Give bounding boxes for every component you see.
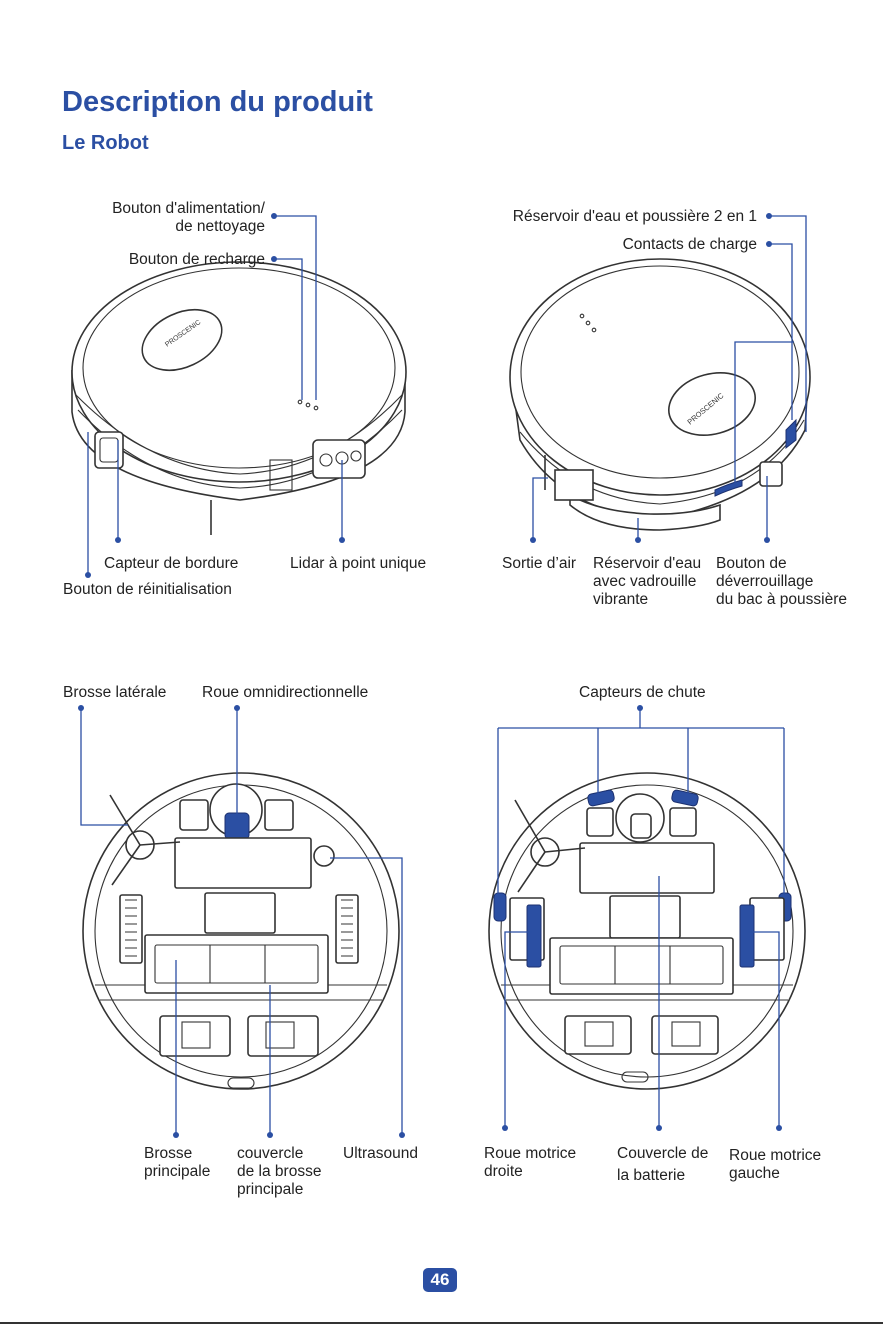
label-power-button-2: de nettoyage: [175, 218, 265, 236]
label-right-wheel-2: droite: [484, 1163, 523, 1181]
label-ultrasound: Ultrasound: [343, 1145, 418, 1163]
label-unlock-1: Bouton de: [716, 555, 787, 573]
label-battery-cover-1: Couvercle de: [617, 1145, 708, 1163]
label-main-brush-1: Brosse: [144, 1145, 192, 1163]
robot-top-view-left: PROSCENIC: [72, 262, 406, 535]
label-cover-2: de la brosse: [237, 1163, 321, 1181]
page-number-badge: 46: [423, 1268, 457, 1292]
label-left-wheel-2: gauche: [729, 1165, 780, 1183]
label-main-brush-2: principale: [144, 1163, 210, 1181]
label-cliff-sensors: Capteurs de chute: [579, 684, 706, 702]
label-mop-tank-3: vibrante: [593, 591, 648, 609]
label-cover-3: principale: [237, 1181, 303, 1199]
label-mop-tank-1: Réservoir d'eau: [593, 555, 701, 573]
label-cover-1: couvercle: [237, 1145, 303, 1163]
callout-side-brush: [81, 708, 128, 825]
label-charge-contacts: Contacts de charge: [623, 236, 757, 254]
label-left-wheel-1: Roue motrice: [729, 1147, 821, 1165]
label-side-brush: Brosse latérale: [63, 684, 166, 702]
label-unlock-2: déverrouillage: [716, 573, 813, 591]
label-power-button: Bouton d'alimentation/: [112, 200, 265, 218]
label-edge-sensor: Capteur de bordure: [104, 555, 238, 573]
label-mop-tank-2: avec vadrouille: [593, 573, 696, 591]
robot-top-view-right: PROSCENIC: [510, 259, 810, 530]
label-air-outlet: Sortie d’air: [502, 555, 576, 573]
label-omni-wheel: Roue omnidirectionnelle: [202, 684, 368, 702]
robot-underside-left: [83, 773, 399, 1089]
label-battery-cover-2: la batterie: [617, 1167, 685, 1185]
label-lidar: Lidar à point unique: [290, 555, 426, 573]
label-reset-button: Bouton de réinitialisation: [63, 581, 232, 599]
label-right-wheel-1: Roue motrice: [484, 1145, 576, 1163]
label-tank: Réservoir d'eau et poussière 2 en 1: [513, 208, 757, 226]
robot-underside-right: [489, 773, 805, 1089]
label-unlock-3: du bac à poussière: [716, 591, 847, 609]
label-recharge-button: Bouton de recharge: [129, 251, 265, 269]
